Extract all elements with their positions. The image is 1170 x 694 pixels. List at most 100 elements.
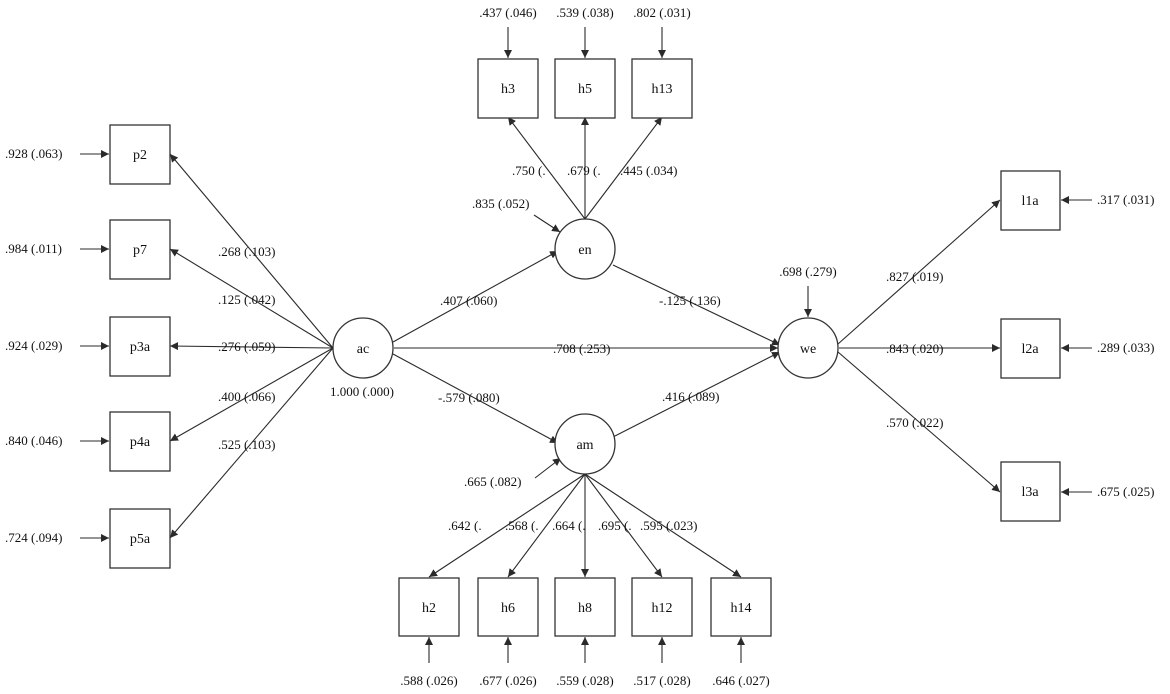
edge-am-we [612, 351, 781, 438]
node-label-h8: h8 [578, 601, 592, 616]
residual-label-l1a: .317 (.031) [1097, 192, 1154, 207]
path-label-am-we: .416 (.089) [662, 389, 719, 404]
path-label-ac-p7: .125 (.042) [218, 292, 275, 307]
residual-label-h2: .588 (.026) [400, 673, 457, 688]
residual-label-h13: .802 (.031) [633, 5, 690, 20]
node-label-l1a: l1a [1021, 194, 1039, 209]
residual-label-h6: .677 (.026) [479, 673, 536, 688]
node-label-ac: ac [357, 342, 369, 357]
residual-label-am: .665 (.082) [464, 474, 521, 489]
residual-label-l2a: .289 (.033) [1097, 340, 1154, 355]
residual-label-p2: .928 (.063) [5, 146, 62, 161]
node-h13: h13 [631, 58, 693, 119]
path-label-en-h3: .750 (. [512, 163, 546, 178]
residual-label-h3: .437 (.046) [479, 5, 536, 20]
node-p3a: p3a [109, 316, 171, 377]
residual-label-p4a: .840 (.046) [5, 433, 62, 448]
node-h3: h3 [477, 58, 539, 119]
path-label-am-h6: .568 (. [505, 518, 539, 533]
residual-arrow-am [534, 457, 562, 479]
path-label-ac-p4a: .400 (.066) [218, 389, 275, 404]
residual-label-en: .835 (.052) [472, 196, 529, 211]
residual-label-we: .698 (.279) [779, 264, 836, 279]
edge-am-h2 [428, 473, 586, 578]
path-label-en-we: -.125 (.136) [659, 293, 721, 308]
edge-ac-p2 [169, 153, 334, 349]
node-h8: h8 [554, 577, 616, 637]
node-p4a: p4a [109, 411, 171, 472]
node-label-h3: h3 [501, 82, 515, 97]
edge-am-h6 [507, 473, 586, 578]
edge-ac-p3a [169, 342, 334, 351]
node-label-l2a: l2a [1021, 342, 1039, 357]
node-label-h2: h2 [422, 601, 436, 616]
node-label-p5a: p5a [130, 532, 151, 547]
edge-ac-p4a [169, 347, 334, 442]
node-h5: h5 [554, 58, 616, 119]
node-label-h14: h14 [731, 601, 752, 616]
path-label-am-h12: .695 (. [598, 518, 632, 533]
path-label-we-l1a: .827 (.019) [886, 269, 943, 284]
residual-label-h12: .517 (.028) [633, 673, 690, 688]
node-l2a: l2a [1000, 318, 1061, 379]
path-label-ac-p5a: .525 (.103) [218, 437, 275, 452]
edge-we-l3a [837, 351, 1001, 493]
edge-am-h14 [584, 473, 742, 578]
node-h14: h14 [710, 577, 772, 637]
node-label-p4a: p4a [130, 435, 151, 450]
edge-ac-p7 [169, 248, 334, 349]
node-h6: h6 [477, 577, 539, 637]
node-label-p3a: p3a [130, 340, 151, 355]
path-label-ac-p3a: .276 (.059) [218, 339, 275, 354]
node-p5a: p5a [109, 508, 171, 569]
edge-am-h12 [584, 473, 663, 578]
node-label-h6: h6 [501, 601, 515, 616]
residual-label-p3a: .924 (.029) [5, 338, 62, 353]
edge-ac-p5a [169, 347, 334, 539]
edge-en-we [612, 264, 781, 346]
node-am: am [554, 413, 616, 475]
node-we: we [777, 317, 839, 379]
node-l3a: l3a [1000, 461, 1061, 522]
node-label-h5: h5 [578, 82, 592, 97]
observed-variables: p2 p7 p3a p4a p5a h3 h5 h13 [109, 58, 1061, 637]
path-label-am-h2: .642 (. [448, 518, 482, 533]
residual-label-h8: .559 (.028) [556, 673, 613, 688]
path-label-en-h5: .679 (. [567, 163, 601, 178]
residual-label-p7: .984 (.011) [5, 241, 62, 256]
node-en: en [554, 218, 616, 280]
path-label-am-h8: .664 (. [552, 518, 586, 533]
node-l1a: l1a [1000, 170, 1061, 231]
residual-label-p5a: .724 (.094) [5, 530, 62, 545]
path-label-ac-am: -.579 (.080) [438, 390, 500, 405]
edge-we-l1a [837, 199, 1001, 345]
edge-en-h13 [584, 116, 663, 220]
residual-label-ac: 1.000 (.000) [330, 384, 394, 399]
node-label-p2: p2 [133, 148, 147, 163]
edge-ac-am [392, 353, 559, 444]
edges [80, 27, 1092, 663]
path-label-ac-we: .708 (.253) [553, 341, 610, 356]
node-label-h12: h12 [652, 601, 673, 616]
node-ac: ac [332, 317, 394, 379]
residual-label-h14: .646 (.027) [712, 673, 769, 688]
node-h12: h12 [631, 577, 693, 637]
path-label-am-h14: .595 (.023) [640, 518, 697, 533]
edge-en-h3 [507, 116, 586, 220]
residual-arrow-en [533, 214, 561, 233]
node-label-en: en [578, 243, 591, 258]
node-label-l3a: l3a [1021, 485, 1039, 500]
path-label-we-l3a: .570 (.022) [886, 415, 943, 430]
path-label-ac-p2: .268 (.103) [218, 244, 275, 259]
node-p2: p2 [109, 124, 171, 185]
node-p7: p7 [109, 219, 171, 280]
node-label-we: we [800, 342, 816, 357]
node-label-am: am [576, 438, 593, 453]
node-label-h13: h13 [652, 82, 673, 97]
node-h2: h2 [398, 577, 460, 637]
residual-label-h5: .539 (.038) [556, 5, 613, 20]
path-label-ac-en: .407 (.060) [440, 293, 497, 308]
path-label-we-l2a: .843 (.020) [886, 341, 943, 356]
residual-label-l3a: .675 (.025) [1097, 484, 1154, 499]
